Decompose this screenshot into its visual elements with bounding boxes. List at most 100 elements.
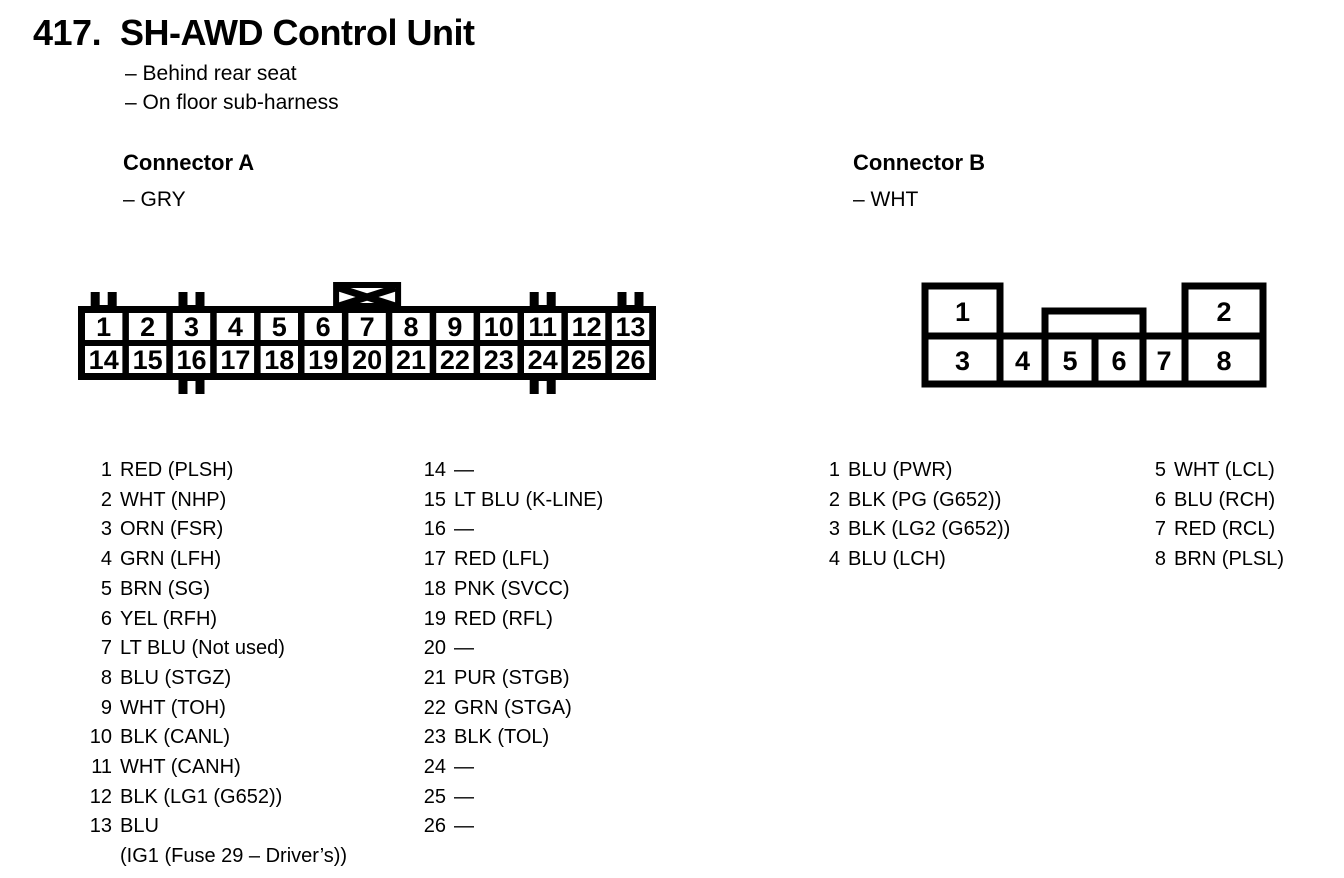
pin-description: GRN (LFH): [120, 548, 222, 571]
pin-cavity-number: 3: [955, 346, 970, 376]
pin-cavity-number: 6: [1111, 346, 1126, 376]
pin-row: 5 WHT (LCL): [1142, 456, 1284, 486]
connector-a-cavities-row1: 1 2 3 4 5 6 7 8 9 10 11 12 13: [85, 312, 650, 342]
pin-description: PNK (SVCC): [454, 577, 570, 600]
connector-a-diagram: 1 2 3 4 5 6 7 8 9 10 11 12 13: [78, 282, 656, 394]
pin-description: RED (LFL): [454, 548, 550, 571]
pin-number: 26: [423, 815, 446, 838]
connector-b-color-note: – WHT: [853, 188, 919, 211]
pin-description: BLU (LCH): [848, 548, 946, 571]
pin-cavity-number: 8: [1216, 346, 1231, 376]
connector-a-color-note: – GRY: [123, 188, 186, 211]
pin-description: WHT (LCL): [1174, 459, 1275, 481]
pin-cavity-number: 16: [176, 345, 206, 375]
pin-cavity-number: 12: [572, 312, 602, 342]
connector-a-heading: Connector A: [123, 150, 255, 175]
pin-row: 2 WHT (NHP): [86, 486, 347, 516]
pin-cavity-number: 22: [440, 345, 470, 375]
pin-row-continuation: (IG1 (Fuse 29 – Driver’s)): [86, 842, 347, 872]
pin-row: 7 RED (RCL): [1142, 515, 1284, 545]
pin-cavity-number: 1: [955, 297, 970, 327]
pin-number: 5: [1154, 459, 1166, 481]
pin-number: 17: [423, 548, 446, 571]
pin-number: 25: [423, 785, 446, 808]
pin-description: WHT (CANH): [120, 756, 241, 779]
pin-description: GRN (STGA): [454, 696, 572, 719]
pin-description: —: [454, 637, 474, 660]
pin-number: 6: [100, 607, 112, 630]
pin-cavity-number: 11: [528, 312, 557, 342]
pin-number: 16: [423, 518, 446, 541]
keying-tab-x-icon: [333, 282, 402, 310]
pin-number: 4: [100, 548, 112, 571]
pin-row: 11 WHT (CANH): [86, 753, 347, 783]
pin-description: BLK (PG (G652)): [848, 488, 1002, 511]
pin-description: BLU (PWR): [848, 459, 953, 481]
pin-row: 26—: [412, 812, 603, 842]
pin-number: 10: [89, 726, 112, 749]
pin-number: 7: [1154, 518, 1166, 541]
pin-cavity-number: 23: [484, 345, 514, 375]
connector-b-key-slot: [1041, 307, 1147, 340]
pin-description: RED (RFL): [454, 607, 553, 630]
connector-b-heading: Connector B: [853, 150, 985, 175]
pin-cavity-number: 19: [308, 345, 338, 375]
pin-cavity-number: 7: [360, 312, 375, 342]
mounting-tab-icon: [178, 372, 556, 394]
pin-cavity-number: 24: [528, 345, 558, 375]
pin-cavity-number: 3: [184, 312, 199, 342]
pin-number: 14: [423, 459, 446, 481]
pin-number: 24: [423, 756, 446, 779]
pin-number: 11: [91, 756, 112, 779]
pin-description: BLK (TOL): [454, 726, 550, 749]
pin-number: [86, 842, 112, 872]
pin-cavity-number: 18: [264, 345, 294, 375]
pin-row: 16—: [412, 515, 603, 545]
pin-description: BLU: [120, 815, 159, 838]
connector-a-cavities-row2: 14 15 16 17 18 19 20 21 22 23 24 25 26: [85, 345, 650, 375]
section-number: 417.: [33, 12, 102, 53]
pin-cavity-number: 7: [1156, 346, 1171, 376]
pin-row: 25 —: [412, 783, 603, 813]
pin-number: 13: [89, 815, 112, 838]
pin-cavity-number: 1: [96, 312, 111, 342]
pin-cavity-number: 4: [1015, 346, 1030, 376]
pin-description: (IG1 (Fuse 29 – Driver’s)): [120, 845, 348, 868]
pin-cavity-number: 6: [316, 312, 331, 342]
pin-number: 3: [828, 518, 840, 541]
pin-number: 2: [100, 488, 112, 511]
pin-cavity-number: 10: [484, 312, 514, 342]
pin-description: RED (PLSH): [120, 459, 234, 481]
pin-description: WHT (NHP): [120, 488, 227, 511]
pin-description: BLK (LG1 (G652)): [120, 785, 283, 808]
pin-number: 21: [423, 666, 446, 689]
pin-number: 12: [89, 785, 112, 808]
pin-cavity-number: 20: [352, 345, 382, 375]
pin-number: 3: [100, 518, 112, 541]
pin-description: —: [454, 785, 474, 808]
pin-number: 8: [1154, 548, 1166, 571]
pin-cavity-number: 14: [89, 345, 119, 375]
pin-number: 8: [100, 666, 112, 689]
pin-description: RED (RCL): [1174, 518, 1276, 541]
pin-row: 13 BLU: [86, 812, 347, 842]
pin-row: 20—: [412, 634, 603, 664]
pin-description: ORN (FSR): [120, 518, 224, 541]
pin-number: 15: [423, 488, 446, 511]
